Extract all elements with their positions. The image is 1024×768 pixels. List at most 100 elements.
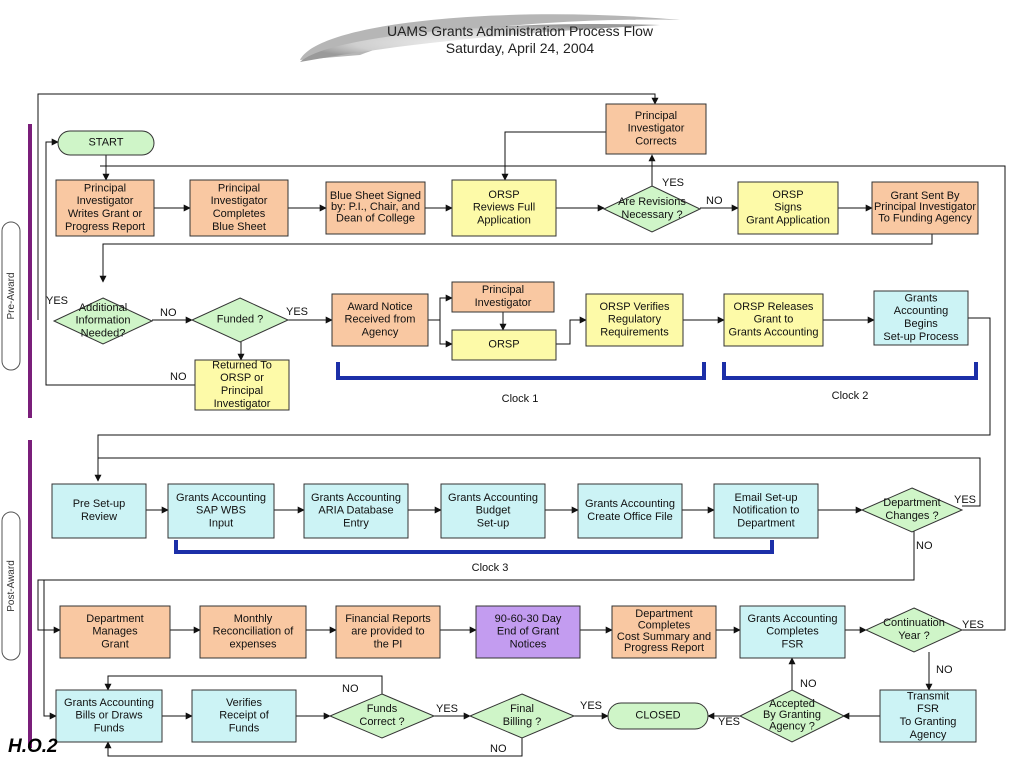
pre-award-tab [1,221,21,371]
node-label-line: Financial Reports [345,613,431,625]
node-label-line: Department [635,608,692,620]
revisions-no-label: NO [706,195,723,207]
connectors [37,93,1006,757]
node-label-line: ORSP Verifies [599,301,670,313]
additional-no-label: NO [160,307,177,319]
node-label-line: START [88,137,123,149]
node-label-line: ARIA Database [318,505,393,517]
node-label-line: Investigator [211,195,268,207]
node-label-line: Department [737,517,794,529]
node-label-line: Completes [213,208,266,220]
node-label-line: Progress Report [65,221,145,233]
node-label-line: Blue Sheet [212,221,266,233]
dept-no-label: NO [916,540,933,552]
node-label-line: Set-up Process [883,331,959,343]
node-label-line: Billing ? [503,716,542,728]
node-shape [451,281,555,313]
node-shape [55,179,155,237]
node-label-line: Reviews Full [473,202,535,214]
clock-brackets [174,362,978,554]
node-label-line: Notification to [733,505,800,517]
node-label-line: Receipt of [219,710,269,722]
node-shape [194,359,290,411]
node-label-line: Agency [362,326,399,338]
node-label-line: Grant Sent By [890,190,960,202]
node-label-line: Grants Accounting [585,498,675,510]
node-label-line: Final [510,703,534,715]
node-label-line: Completes [766,626,819,638]
node-label-line: are provided to [351,626,424,638]
node-label-line: expenses [229,638,277,650]
node-label-line: Principal [84,182,126,194]
dept-yes-label: YES [954,494,976,506]
node-shape [713,483,819,539]
node-label-line: Cost Summary and [617,631,711,643]
node-label-line: Grants Accounting [448,492,538,504]
node-label-line: Accounting [894,305,948,317]
node-label-line: Funds [229,722,260,734]
node-label-line: Reconciliation of [213,626,295,638]
node-label-line: End of Grant [497,626,559,638]
node-label-line: Grant [101,638,129,650]
node-shape [611,605,717,659]
node-shape [167,483,275,539]
node-label-line: Completes [638,619,691,631]
node-label-line: Department [86,613,143,625]
node-label-line: Grants [904,292,938,304]
node-shape [739,605,846,659]
node-shape [335,605,441,659]
node-shape [871,181,979,235]
clock-2-label: Clock 2 [832,390,869,402]
title-banner: UAMS Grants Administration Process Flow … [300,14,680,62]
node-shape [577,483,683,539]
node-label-line: Returned To [212,359,272,371]
title-line-1: UAMS Grants Administration Process Flow [387,23,654,39]
node-label-line: Received from [345,314,416,326]
node-label-line: CLOSED [635,710,680,722]
node-shape [873,290,969,346]
node-shape [55,689,163,743]
accepted-no-label: NO [800,678,817,690]
node-shape [328,693,436,739]
node-label-line: Investigator [628,123,685,135]
node-label-line: Application [477,214,531,226]
node-shape [607,702,709,730]
node-shape [59,605,171,659]
node-label-line: Funded ? [217,314,263,326]
node-label-line: Budget [476,505,511,517]
node-label-line: Principal [635,110,677,122]
node-label-line: Progress Report [624,642,704,654]
node-label-line: Additional [79,302,127,314]
funds-yes-label: YES [436,703,458,715]
node-label-line: Agency [910,729,947,741]
node-label-line: Needed? [81,327,126,339]
node-label-line: Year ? [898,630,929,642]
node-shape [51,483,147,539]
billing-no-label: NO [490,743,507,755]
node-shape [451,179,557,237]
node-shape [860,487,964,533]
node-label-line: Grants Accounting [748,613,838,625]
node-label-line: Information [75,315,130,327]
node-label-line: FSR [782,638,804,650]
node-shape [864,607,964,653]
node-label-line: Investigator [475,297,532,309]
